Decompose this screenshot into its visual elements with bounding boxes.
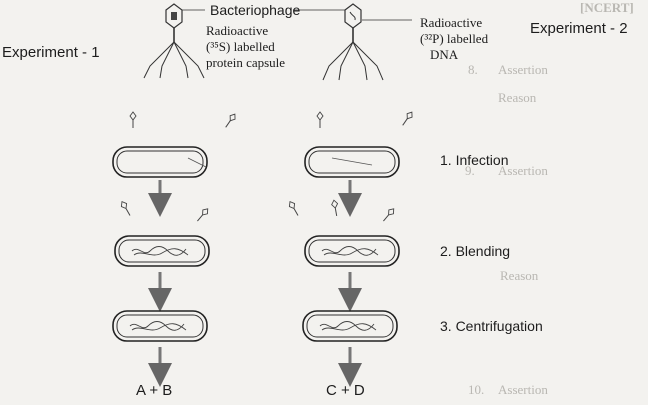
phage-right-large	[323, 4, 383, 80]
cell-r3-left	[113, 311, 207, 341]
small-phage-r1-r1	[317, 112, 323, 128]
experiment-1-label: Experiment - 1	[2, 44, 100, 61]
bacteriophage-label: Bacteriophage	[210, 2, 300, 18]
cell-r2-right	[305, 236, 399, 266]
step-infection: 1. Infection	[440, 152, 509, 168]
step-centrifugation: 3. Centrifugation	[440, 318, 543, 334]
small-phage-r1-l2	[223, 112, 237, 129]
p32-label-line1: Radioactive	[420, 15, 482, 31]
s35-label-line3: protein capsule	[206, 55, 285, 71]
result-left: A + B	[136, 382, 172, 399]
s35-label-line1: Radioactive	[206, 23, 268, 39]
cell-r1-right	[305, 147, 399, 177]
small-phage-r1-r2	[400, 110, 414, 127]
cell-r1-left	[113, 147, 207, 177]
s35-label-line2: (³⁵S) labelled	[206, 39, 275, 55]
p32-label-line3: DNA	[430, 47, 458, 63]
experiment-2-label: Experiment - 2	[530, 20, 628, 37]
cell-r2-left	[115, 236, 209, 266]
step-blending: 2. Blending	[440, 243, 510, 259]
cell-r3-right	[303, 311, 397, 341]
phage-left-large	[144, 4, 204, 78]
p32-label-line2: (³²P) labelled	[420, 31, 488, 47]
result-right: C + D	[326, 382, 365, 399]
small-phage-r1-l1	[130, 112, 136, 128]
